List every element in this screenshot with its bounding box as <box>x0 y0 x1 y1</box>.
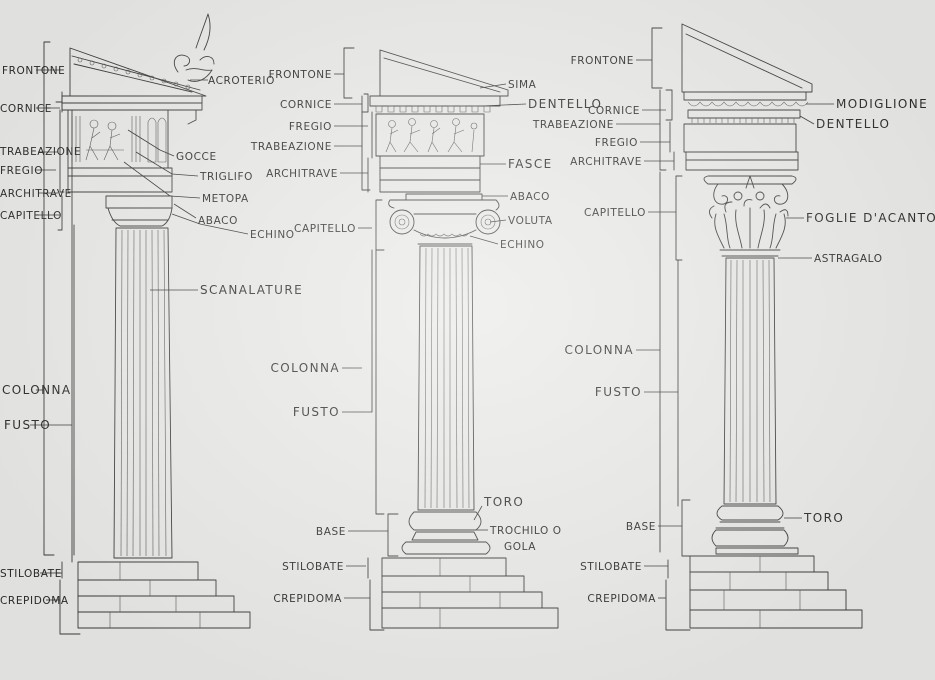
ionic-label-toro: TORO <box>483 495 524 509</box>
doric-label-echino: ECHINO <box>250 229 295 241</box>
doric-label-metopa: METOPA <box>202 193 249 205</box>
ionic-label-frontone: FRONTONE <box>269 69 332 81</box>
doric-label-stilobate: STILOBATE <box>0 568 62 580</box>
acanthus-capital <box>709 175 789 249</box>
corinthian-label-crepidoma: CREPIDOMA <box>587 593 656 605</box>
ionic-order <box>334 47 559 631</box>
ionic-label-abaco: ABACO <box>510 191 550 203</box>
ionic-label-sima: SIMA <box>508 79 537 91</box>
ionic-label-gola: GOLA <box>504 541 536 553</box>
corinthian-label-base: BASE <box>626 521 656 533</box>
ionic-label-capitello: CAPITELLO <box>294 223 356 235</box>
corinthian-label-fusto: FUSTO <box>595 385 642 399</box>
frieze-reliefs <box>385 118 478 153</box>
corinthian-label-architrave: ARCHITRAVE <box>570 156 642 168</box>
corinthian-label-colonna: COLONNA <box>565 343 635 357</box>
doric-label-frontone: FRONTONE <box>2 65 65 77</box>
doric-label-fregio: FREGIO <box>0 165 43 177</box>
corinthian-label-astragalo: ASTRAGALO <box>814 253 883 265</box>
doric-label-fusto: FUSTO <box>4 418 51 432</box>
doric-order <box>30 13 251 635</box>
ionic-label-fregio: FREGIO <box>289 121 332 133</box>
doric-label-architrave: ARCHITRAVE <box>0 188 72 200</box>
ionic-label-architrave: ARCHITRAVE <box>266 168 338 180</box>
corinthian-label-fregio: FREGIO <box>595 137 638 149</box>
ionic-label-crepidoma: CREPIDOMA <box>273 593 342 605</box>
corinthian-label-cornice: CORNICE <box>588 105 640 117</box>
corinthian-order <box>616 23 863 631</box>
ionic-label-cornice: CORNICE <box>280 99 332 111</box>
corinthian-label-stilobate: STILOBATE <box>580 561 642 573</box>
ionic-label-echino: ECHINO <box>500 239 545 251</box>
corinthian-label-foglie-d-acanto: FOGLIE D'ACANTO <box>806 211 935 225</box>
doric-label-cornice: CORNICE <box>0 103 52 115</box>
doric-label-abaco: ABACO <box>198 215 238 227</box>
acroterion-ornament <box>173 13 215 82</box>
ionic-label-base: BASE <box>316 526 346 538</box>
doric-label-triglifo: TRIGLIFO <box>199 171 253 183</box>
doric-label-capitello: CAPITELLO <box>0 210 62 222</box>
ionic-label-colonna: COLONNA <box>271 361 341 375</box>
ionic-label-stilobate: STILOBATE <box>282 561 344 573</box>
ionic-label-voluta: VOLUTA <box>508 215 553 227</box>
ionic-label-fasce: FASCE <box>508 157 553 171</box>
doric-label-scanalature: SCANALATURE <box>200 283 303 297</box>
corinthian-label-modiglione: MODIGLIONE <box>836 97 928 111</box>
doric-label-crepidoma: CREPIDOMA <box>0 595 69 607</box>
doric-label-acroterio: ACROTERIO <box>208 75 275 87</box>
ionic-label-dentello: DENTELLO <box>528 97 602 111</box>
labels: FRONTONE CORNICE TRABEAZIONE FREGIO ARCHITRA… <box>0 55 935 607</box>
doric-label-trabeazione: TRABEAZIONE <box>0 146 81 158</box>
ionic-label-trabeazione: TRABEAZIONE <box>250 141 332 153</box>
corinthian-label-dentello: DENTELLO <box>816 117 890 131</box>
doric-label-colonna: COLONNA <box>2 383 72 397</box>
ionic-label-fusto: FUSTO <box>293 405 340 419</box>
ionic-label-trochilo-o: TROCHILO O <box>489 525 562 537</box>
corinthian-label-toro: TORO <box>803 511 844 525</box>
metope-figures <box>85 119 124 161</box>
corinthian-label-capitello: CAPITELLO <box>584 207 646 219</box>
doric-label-gocce: GOCCE <box>176 151 217 163</box>
corinthian-label-trabeazione: TRABEAZIONE <box>532 119 614 131</box>
corinthian-label-frontone: FRONTONE <box>571 55 634 67</box>
